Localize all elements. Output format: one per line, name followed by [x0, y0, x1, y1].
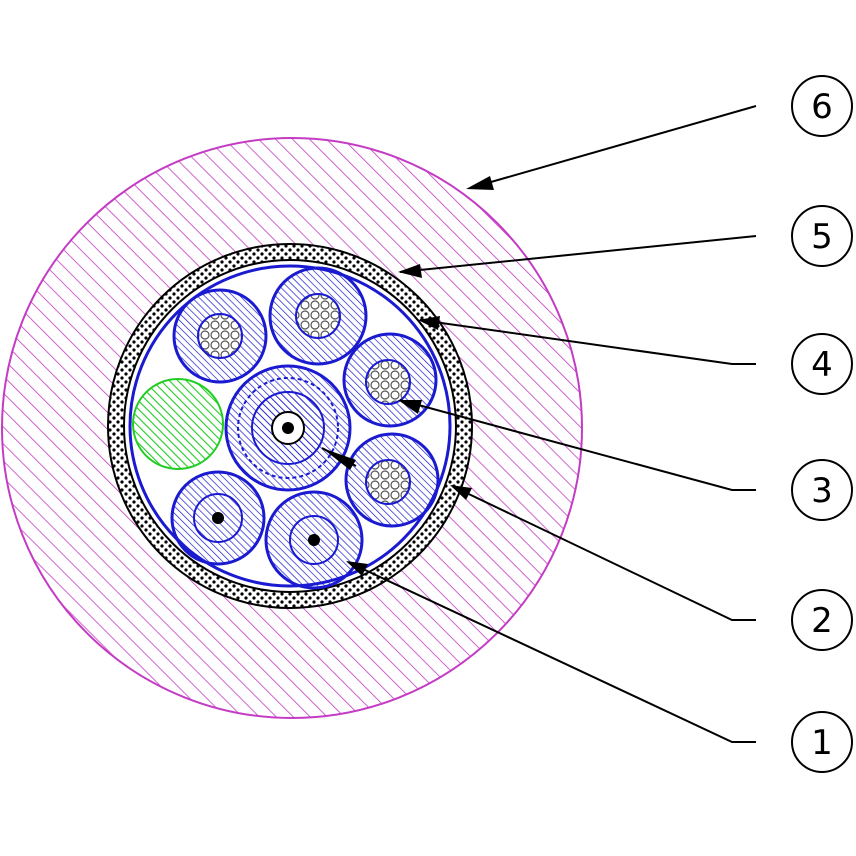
leader-5 — [399, 235, 757, 273]
stranded-unit-right-lower — [344, 432, 440, 528]
conductor-unit-bottom-left — [170, 470, 266, 566]
leader-central — [321, 447, 357, 467]
central-unit — [224, 364, 352, 492]
green-filler — [132, 378, 224, 470]
conductor-unit-bottom — [264, 490, 364, 590]
svg-text:6: 6 — [811, 87, 833, 127]
arrowhead-3 — [398, 400, 422, 414]
callout-5: 5 — [791, 205, 853, 267]
stranded-unit-top — [268, 266, 368, 366]
arrowhead-4 — [418, 316, 440, 330]
svg-text:1: 1 — [811, 723, 833, 763]
arrowhead-2 — [450, 485, 472, 500]
callout-4: 4 — [791, 333, 853, 395]
svg-text:2: 2 — [811, 601, 833, 641]
stranded-unit-top-left — [172, 288, 268, 384]
callout-6: 6 — [791, 75, 853, 137]
stranded-unit-right-upper — [342, 332, 438, 428]
arrowhead-6 — [466, 176, 494, 190]
arrowhead-5 — [398, 264, 422, 278]
leader-3 — [399, 399, 756, 491]
svg-text:5: 5 — [811, 217, 833, 257]
callout-2: 2 — [791, 589, 853, 651]
svg-text:3: 3 — [811, 471, 833, 511]
leader-lines — [347, 105, 757, 743]
leader-2 — [451, 485, 756, 621]
arrowhead-1 — [346, 561, 368, 576]
callout-3: 3 — [791, 459, 853, 521]
leader-4 — [419, 319, 756, 365]
leader-1 — [347, 561, 756, 743]
svg-text:4: 4 — [811, 345, 833, 385]
callout-1: 1 — [791, 711, 853, 773]
leader-6 — [469, 105, 757, 189]
